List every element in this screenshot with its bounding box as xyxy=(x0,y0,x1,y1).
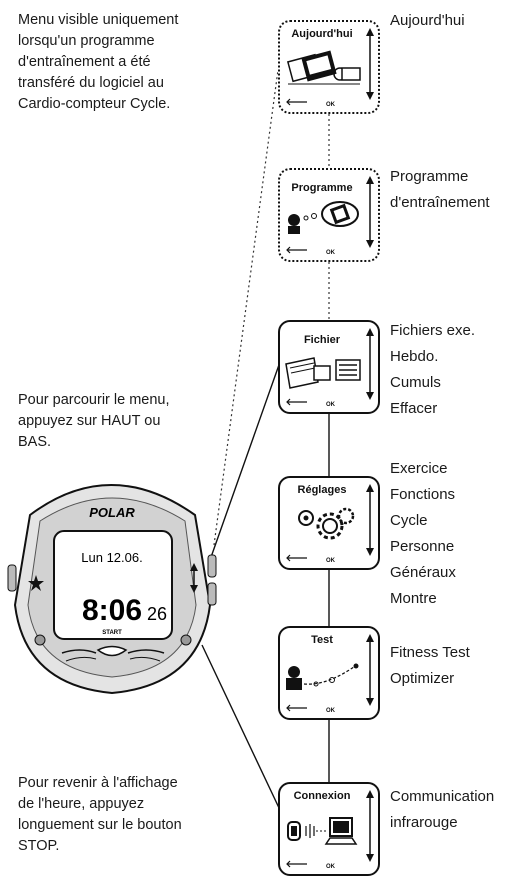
ok-label: OK xyxy=(326,558,335,564)
ok-label: OK xyxy=(326,102,335,108)
menu-screen-title: Programme xyxy=(291,182,353,194)
watch-date: Lun 12.06. xyxy=(81,550,142,565)
menu-items-fichier: Fichiers exe. Hebdo. Cumuls Effacer xyxy=(390,322,476,417)
scroll-arrows-icon xyxy=(366,28,374,100)
watch-illustration: POLAR Lun 12.06. 8:06 26 START xyxy=(7,484,217,695)
menu-screen-title: Fichier xyxy=(303,334,341,346)
back-arrow-icon xyxy=(286,246,307,254)
scroll-arrows-icon xyxy=(366,790,374,862)
menu-items-connexion: Communication infrarouge xyxy=(390,788,495,831)
menu-screen-connexion: Connexion OK xyxy=(278,782,380,876)
menu-screen-title: Test xyxy=(311,634,333,646)
back-arrow-icon xyxy=(286,860,307,868)
watch-start-label: START xyxy=(102,630,122,636)
menu-screen-title: Aujourd'hui xyxy=(291,28,353,40)
watch-time: 8:06 xyxy=(82,594,142,627)
watch-brand: POLAR xyxy=(89,505,135,520)
ok-label: OK xyxy=(326,402,335,408)
files-icon xyxy=(285,357,361,389)
menu-items-test: Fitness Test Optimizer xyxy=(390,644,470,687)
ok-button[interactable] xyxy=(180,634,192,646)
menu-screen-aujourdhui: Aujourd'hui OK xyxy=(278,20,380,114)
stop-button[interactable] xyxy=(34,634,46,646)
down-button[interactable] xyxy=(207,582,217,606)
menu-screen-reglages: Réglages OK xyxy=(278,476,380,570)
ok-label: OK xyxy=(326,864,335,870)
scroll-arrows-icon xyxy=(366,328,374,400)
note-menu-visible: Menu visible uniquement lorsqu'un progra… xyxy=(18,12,179,112)
infrared-connection-icon xyxy=(287,817,358,845)
light-button[interactable] xyxy=(7,564,17,592)
training-program-icon xyxy=(288,201,359,234)
ok-label: OK xyxy=(326,708,335,714)
back-arrow-icon xyxy=(286,98,307,106)
calendar-icon xyxy=(286,50,361,85)
ok-label: OK xyxy=(326,250,335,256)
back-arrow-icon xyxy=(286,704,307,712)
note-browse-menu: Pour parcourir le menu, appuyez sur HAUT… xyxy=(18,392,170,450)
gears-icon xyxy=(298,507,355,540)
back-arrow-icon xyxy=(286,398,307,406)
menu-items-programme: Programme d'entraînement xyxy=(390,168,490,211)
menu-screen-title: Connexion xyxy=(293,790,351,802)
scroll-arrows-icon xyxy=(366,176,374,248)
scroll-arrows-icon xyxy=(366,484,374,556)
up-down-arrows-icon xyxy=(190,563,198,593)
scroll-arrows-icon xyxy=(366,634,374,706)
fitness-test-icon xyxy=(286,663,359,690)
menu-items-aujourdhui: Aujourd'hui xyxy=(390,12,465,29)
menu-screen-fichier: Fichier OK xyxy=(278,320,380,414)
watch-seconds: 26 xyxy=(147,604,167,624)
menu-screen-programme: Programme OK xyxy=(278,168,380,262)
up-button[interactable] xyxy=(207,554,217,578)
menu-screen-test: Test OK xyxy=(278,626,380,720)
watch-center-button[interactable] xyxy=(96,645,128,657)
menu-screen-title: Réglages xyxy=(297,484,347,496)
menu-items-reglages: Exercice Fonctions Cycle Personne Généra… xyxy=(390,460,456,607)
light-star-icon xyxy=(28,575,44,591)
note-return-time: Pour revenir à l'affichage de l'heure, a… xyxy=(18,775,182,854)
back-arrow-icon xyxy=(286,554,307,562)
